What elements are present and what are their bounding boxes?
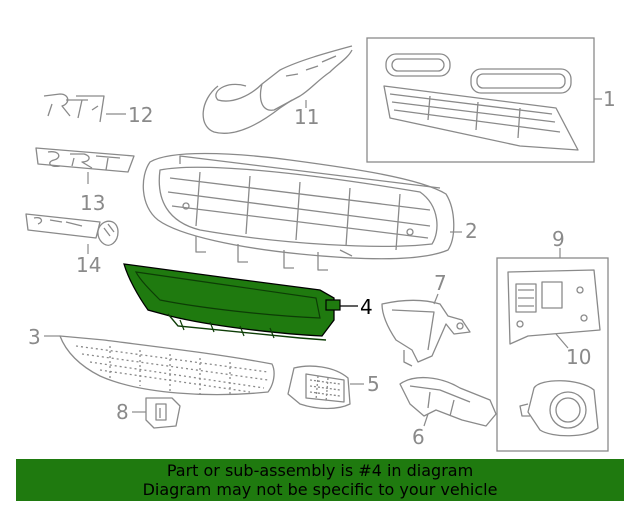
callout-12: 12 (128, 103, 153, 127)
banner-line-part-number: Part or sub-assembly is #4 in diagram (166, 461, 474, 480)
callout-6: 6 (412, 425, 425, 449)
callout-10: 10 (566, 345, 591, 369)
part-3-mesh-screen[interactable] (59, 335, 275, 396)
callout-5: 5 (367, 372, 380, 396)
callout-2: 2 (465, 219, 478, 243)
callout-9: 9 (552, 227, 565, 251)
part-1-grille-inset-box[interactable] (366, 37, 595, 163)
callout-8: 8 (116, 400, 129, 424)
part-6-support-bracket[interactable] (399, 376, 497, 427)
part-9-sensor-box[interactable] (496, 257, 609, 452)
part-7-bracket[interactable] (381, 299, 471, 367)
part-13-srt-badge[interactable] (35, 147, 135, 173)
callout-4: 4 (360, 295, 373, 319)
part-11-challenger-emblem[interactable] (202, 45, 353, 134)
callout-1: 1 (603, 87, 616, 111)
part-12-rt-badge[interactable] (43, 93, 105, 123)
part-highlight-banner: Part or sub-assembly is #4 in diagram Di… (16, 459, 624, 501)
part-2-grille-assembly[interactable] (142, 152, 455, 271)
parts-diagram: 1 11 12 13 14 2 (25, 37, 616, 452)
part-5-fog-lamp-vent[interactable] (287, 365, 351, 410)
part-8-sensor-bracket[interactable] (145, 397, 181, 429)
part-14-srt-badge-hellcat[interactable] (25, 213, 119, 246)
callout-3: 3 (28, 325, 41, 349)
callout-11: 11 (294, 105, 319, 129)
banner-line-disclaimer: Diagram may not be specific to your vehi… (142, 480, 498, 499)
callout-13: 13 (80, 191, 105, 215)
callout-14: 14 (76, 253, 101, 277)
part-4-lower-grille-highlighted[interactable] (123, 263, 341, 341)
callout-7: 7 (434, 271, 447, 295)
